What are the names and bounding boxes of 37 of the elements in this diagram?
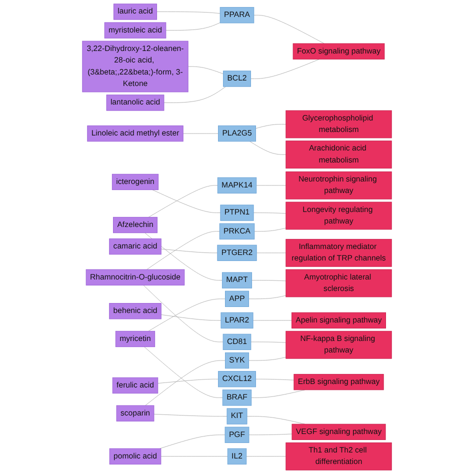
connector bbox=[145, 360, 226, 406]
connector bbox=[250, 141, 286, 155]
connector bbox=[154, 414, 228, 417]
connector bbox=[248, 295, 286, 300]
connector bbox=[252, 280, 286, 282]
connector bbox=[253, 212, 286, 214]
connector bbox=[248, 356, 286, 361]
connector bbox=[146, 231, 220, 270]
connector bbox=[255, 124, 286, 129]
connector bbox=[248, 434, 292, 436]
connector bbox=[156, 12, 220, 14]
connector bbox=[254, 14, 324, 44]
connector bbox=[250, 58, 320, 79]
connector bbox=[254, 228, 286, 232]
connector bbox=[160, 248, 218, 254]
connector bbox=[250, 342, 286, 343]
connector bbox=[160, 456, 228, 457]
connector bbox=[164, 86, 226, 103]
connector bbox=[251, 390, 306, 398]
connector bbox=[166, 22, 220, 31]
connector bbox=[160, 434, 226, 449]
connector bbox=[148, 298, 226, 332]
connector bbox=[143, 284, 224, 342]
connector bbox=[246, 456, 286, 457]
connector bbox=[256, 252, 286, 254]
connector bbox=[160, 314, 222, 321]
connector bbox=[144, 232, 222, 281]
connector bbox=[252, 320, 292, 321]
connector bbox=[256, 185, 286, 186]
connector bbox=[188, 66, 224, 74]
connector bbox=[246, 416, 306, 424]
connector bbox=[144, 346, 223, 398]
connector bbox=[255, 378, 294, 380]
connector bbox=[158, 378, 219, 384]
connector bbox=[152, 190, 221, 214]
connector bbox=[148, 185, 218, 218]
connector bbox=[182, 133, 219, 134]
